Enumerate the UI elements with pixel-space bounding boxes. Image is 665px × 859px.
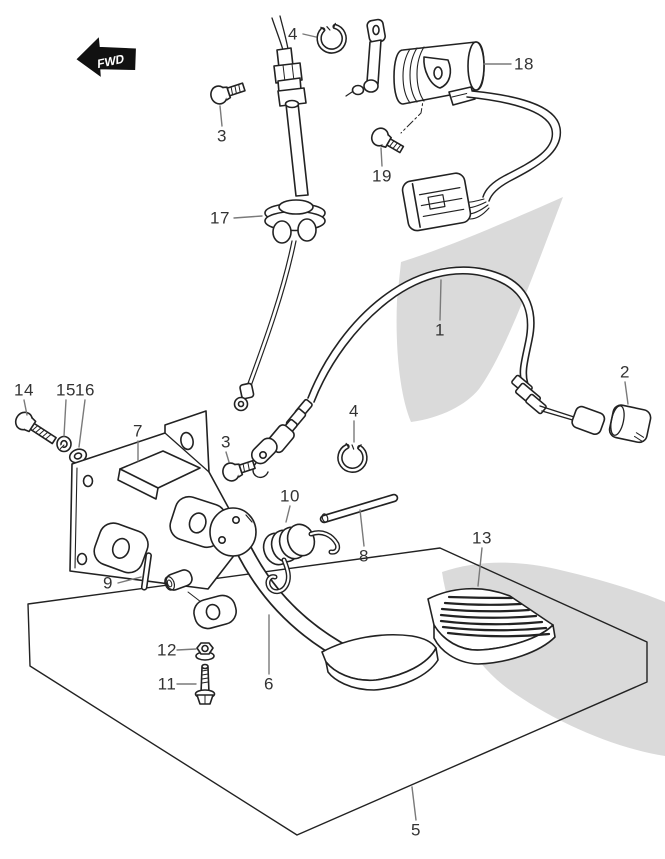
pivot-bolt-11 xyxy=(194,663,216,705)
screw-19 xyxy=(370,127,405,154)
mounting-bolt-14 xyxy=(14,411,57,445)
screw-top xyxy=(210,82,246,105)
cruise-actuator xyxy=(345,18,562,232)
pedal-pad xyxy=(427,587,556,665)
leader-line-2 xyxy=(624,381,629,405)
pedal-plate xyxy=(321,633,439,691)
fwd-arrow-label: FWD xyxy=(97,51,124,71)
watermark-swoosh xyxy=(396,197,665,756)
leader-line-16 xyxy=(78,399,86,448)
actuator-connector xyxy=(401,172,472,232)
leader-line-12 xyxy=(176,648,197,651)
leader-line-9 xyxy=(117,576,142,584)
fwd-direction-arrow: FWD xyxy=(76,37,136,77)
pedal-pivot-eyelet xyxy=(193,594,237,630)
actuator-harness xyxy=(463,90,562,220)
actuator-lever xyxy=(345,18,386,97)
cable-adjuster-lower xyxy=(266,398,313,454)
retaining-clip-mid xyxy=(337,442,368,473)
pivot-bushing xyxy=(164,569,193,591)
cable-adjuster-upper xyxy=(511,374,547,415)
pedal-rod xyxy=(319,493,399,524)
pivot-pin-9 xyxy=(140,552,152,591)
leader-line-17 xyxy=(233,215,263,219)
fwd-arrow-shape xyxy=(76,37,136,77)
pedal-stopper xyxy=(117,450,201,500)
watermark-petal xyxy=(396,197,563,422)
pedal-pad-ribs xyxy=(439,595,551,638)
leader-line-1 xyxy=(439,279,442,321)
leader-line-14 xyxy=(23,399,28,416)
cable-grommet xyxy=(264,199,326,244)
leader-line-5 xyxy=(411,786,417,821)
cable-sheath xyxy=(285,102,309,197)
leader-line-13 xyxy=(477,547,483,587)
cable-cap xyxy=(608,404,652,444)
leader-line-8 xyxy=(359,509,365,547)
retaining-clip-top xyxy=(316,22,347,54)
cable-end-plug xyxy=(571,405,606,435)
leader-line-15 xyxy=(63,399,67,437)
spring-washer-15 xyxy=(56,435,72,453)
leader-line-19 xyxy=(380,147,383,167)
leader-line-3 xyxy=(225,451,230,463)
return-spring xyxy=(262,523,341,594)
throttle-cable-upper xyxy=(233,15,326,412)
leader-line-10 xyxy=(285,505,291,523)
accelerator-pedal-arm xyxy=(209,507,439,691)
lock-nut-12 xyxy=(195,642,215,661)
screw-mid xyxy=(222,459,256,482)
bracket-tab-hole xyxy=(180,431,194,451)
leader-lines xyxy=(23,33,629,821)
leader-line-4 xyxy=(302,33,317,38)
pedal-bracket xyxy=(69,410,247,590)
actuator-body xyxy=(393,41,485,106)
cable-eyelet xyxy=(233,396,249,412)
cable-clevis xyxy=(250,437,278,479)
floor-panel xyxy=(27,547,648,836)
throttle-cable xyxy=(250,265,606,479)
bracket-lug-left xyxy=(93,522,149,574)
leader-line-3 xyxy=(219,105,223,127)
